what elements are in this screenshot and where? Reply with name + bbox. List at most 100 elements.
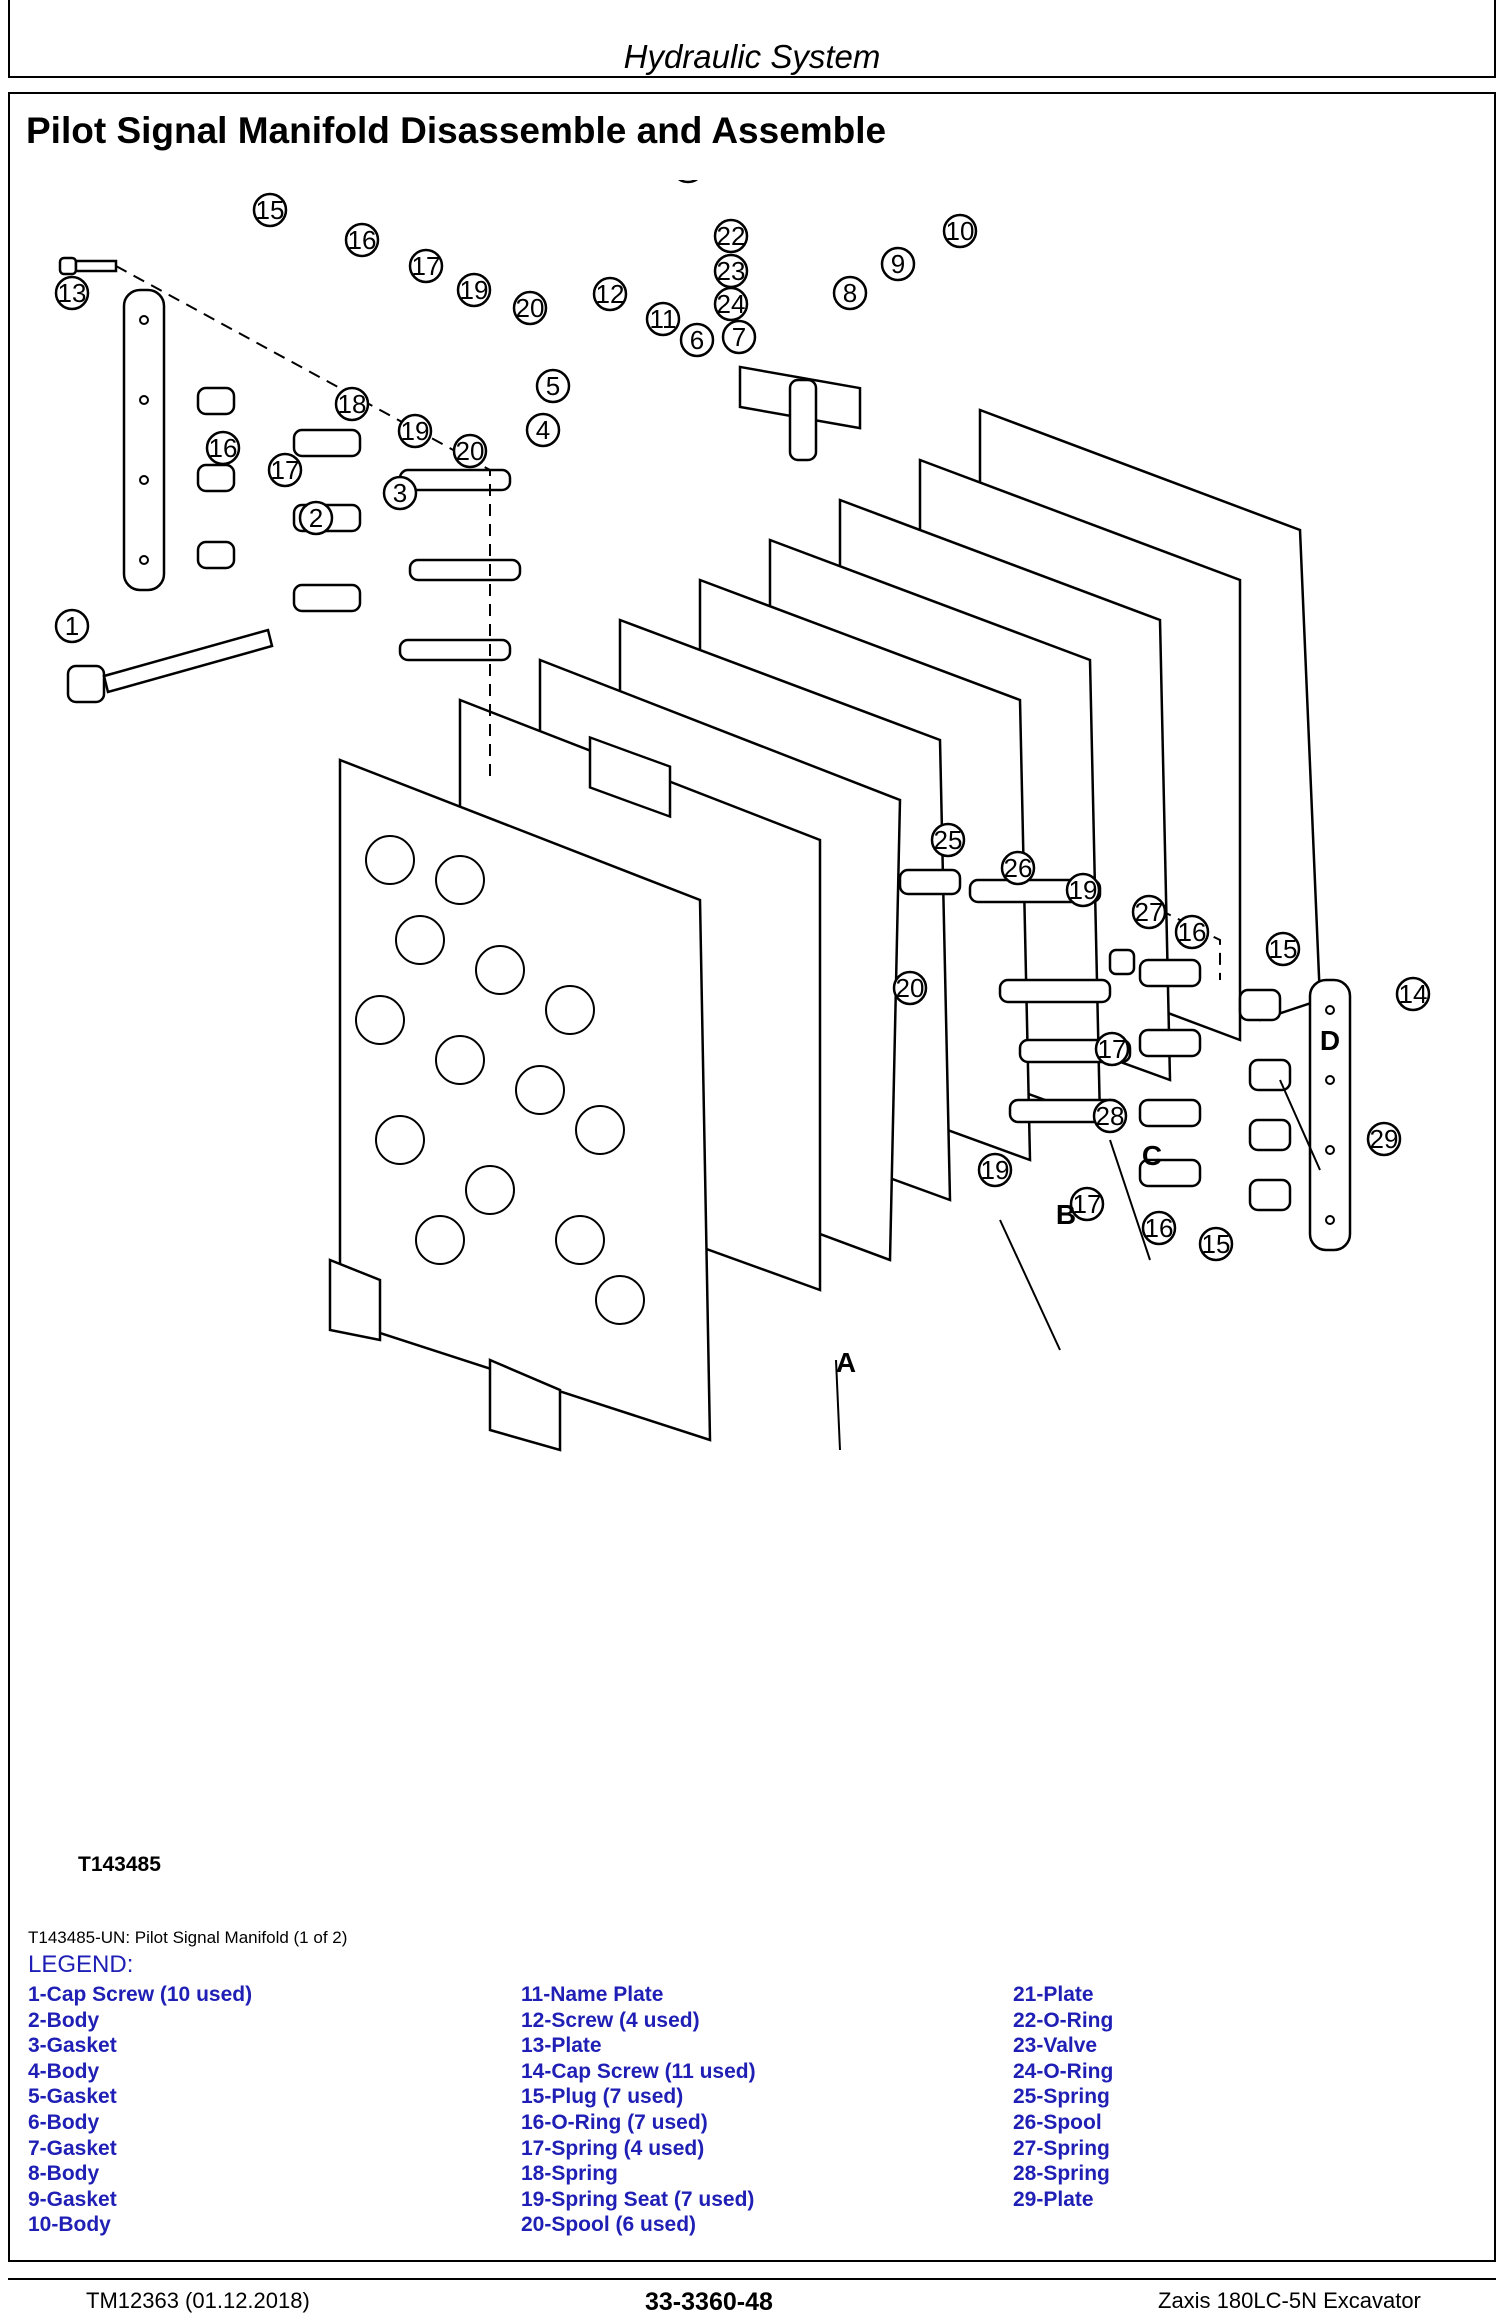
svg-text:24: 24 [717, 289, 746, 319]
footer-divider [8, 2278, 1496, 2280]
svg-text:14: 14 [1399, 979, 1428, 1009]
svg-text:22: 22 [717, 221, 746, 251]
part-29-plate [1308, 978, 1352, 1252]
svg-text:13: 13 [58, 278, 87, 308]
svg-text:1: 1 [65, 611, 79, 641]
svg-text:15: 15 [1269, 934, 1298, 964]
svg-text:29: 29 [1370, 1124, 1399, 1154]
callout-21: 21 [674, 180, 702, 184]
group-label-a: A [836, 1347, 856, 1378]
callout-20-b: 20 [452, 433, 488, 469]
svg-text:19: 19 [401, 416, 430, 446]
svg-text:8: 8 [843, 278, 857, 308]
legend-item: 15-Plug (7 used) [521, 2085, 684, 2109]
svg-text:20: 20 [516, 293, 545, 323]
svg-text:10: 10 [946, 216, 975, 246]
legend-item: 13-Plate [521, 2034, 602, 2058]
group-label-c: C [1142, 1140, 1162, 1171]
part-20-spools-left [398, 468, 522, 662]
part-23-valve [788, 378, 818, 462]
svg-text:5: 5 [546, 371, 560, 401]
legend-item: 8-Body [28, 2162, 100, 2186]
callout-19-a: 19 [456, 272, 492, 308]
callout-20-c: 20 [892, 970, 928, 1006]
part-11-name-plate [588, 735, 672, 819]
legend-item: 4-Body [28, 2059, 100, 2083]
legend-item: 7-Gasket [28, 2136, 117, 2160]
callout-12: 12 [592, 276, 628, 312]
callout-24: 24 [713, 286, 749, 322]
legend-item: 25-Spring [1013, 2085, 1110, 2109]
svg-text:17: 17 [412, 251, 441, 281]
callout-8: 8 [832, 275, 868, 311]
part-15-plugs-left [196, 386, 236, 570]
legend-item: 18-Spring [521, 2162, 618, 2186]
svg-text:15: 15 [1202, 1229, 1231, 1259]
callout-28: 28 [1092, 1098, 1128, 1134]
footer-page-number: 33-3360-48 [645, 2288, 773, 2316]
group-label-b: B [1056, 1199, 1076, 1230]
callout-17-a: 17 [408, 248, 444, 284]
legend-item: 24-O-Ring [1013, 2059, 1114, 2083]
group-label-d: D [1320, 1025, 1340, 1056]
svg-text:19: 19 [981, 1155, 1010, 1185]
callout-19-d: 19 [977, 1152, 1013, 1188]
legend-item: 3-Gasket [28, 2034, 117, 2058]
callout-5: 5 [535, 368, 571, 404]
callout-25: 25 [930, 822, 966, 858]
svg-text:23: 23 [717, 256, 746, 286]
callout-markers: 14 15 16 17 19 20 13 18 19 20 16 17 12 1… [54, 180, 1431, 1262]
callout-19-c: 19 [1065, 872, 1101, 908]
legend-item: 2-Body [28, 2008, 100, 2032]
callout-19-b: 19 [397, 413, 433, 449]
legend-item: 9-Gasket [28, 2187, 117, 2211]
legend-item: 26-Spool [1013, 2110, 1102, 2134]
callout-2: 2 [298, 500, 334, 536]
svg-text:28: 28 [1096, 1101, 1125, 1131]
callout-18: 18 [334, 386, 370, 422]
page-title: Pilot Signal Manifold Disassemble and As… [26, 110, 887, 151]
callout-27: 27 [1131, 894, 1167, 930]
callout-1: 1 [54, 608, 90, 644]
legend-title: LEGEND: [28, 1951, 134, 1978]
figure-caption: T143485-UN: Pilot Signal Manifold (1 of … [28, 1928, 348, 1947]
svg-text:2: 2 [309, 503, 323, 533]
callout-3: 3 [382, 475, 418, 511]
callout-16-b: 16 [205, 430, 241, 466]
legend-item: 1-Cap Screw (10 used) [28, 1983, 253, 2006]
exploded-view-diagram: 14 15 16 17 19 20 13 18 19 20 16 17 12 1… [54, 180, 1431, 1452]
svg-text:16: 16 [1178, 917, 1207, 947]
group-labels: A B C D [836, 1025, 1340, 1378]
callout-16-c: 16 [1174, 914, 1210, 950]
callout-4: 4 [525, 412, 561, 448]
content-frame [8, 92, 1496, 2262]
callout-17-d: 17 [1069, 1186, 1105, 1222]
svg-text:6: 6 [690, 325, 704, 355]
part-14-cap-screw-left [58, 256, 118, 276]
legend-item: 14-Cap Screw (11 used) [521, 2059, 756, 2083]
callout-15-b: 15 [1265, 931, 1301, 967]
svg-text:19: 19 [1069, 875, 1098, 905]
svg-text:20: 20 [456, 436, 485, 466]
callout-9: 9 [880, 246, 916, 282]
legend-item: 5-Gasket [28, 2085, 117, 2109]
callout-20-a: 20 [512, 290, 548, 326]
callout-23: 23 [713, 253, 749, 289]
legend-item: 21-Plate [1013, 1983, 1094, 2006]
figure-id: T143485 [78, 1853, 161, 1876]
legend-item: 23-Valve [1013, 2034, 1098, 2058]
callout-11: 11 [645, 301, 681, 337]
legend-column-2: 11-Name Plate 12-Screw (4 used) 13-Plate… [521, 1982, 756, 2238]
legend-column-1: 1-Cap Screw (10 used) 2-Body 3-Gasket 4-… [28, 1982, 252, 2238]
svg-text:26: 26 [1004, 853, 1033, 883]
legend-item: 16-O-Ring (7 used) [521, 2110, 708, 2134]
svg-text:7: 7 [732, 322, 746, 352]
callout-26: 26 [1000, 850, 1036, 886]
legend-item: 11-Name Plate [521, 1983, 664, 2006]
svg-text:17: 17 [271, 455, 300, 485]
svg-text:16: 16 [209, 433, 238, 463]
legend-item: 12-Screw (4 used) [521, 2008, 700, 2032]
callout-13: 13 [54, 275, 90, 311]
callout-6: 6 [679, 322, 715, 358]
footer-model: Zaxis 180LC-5N Excavator [1158, 2288, 1421, 2313]
